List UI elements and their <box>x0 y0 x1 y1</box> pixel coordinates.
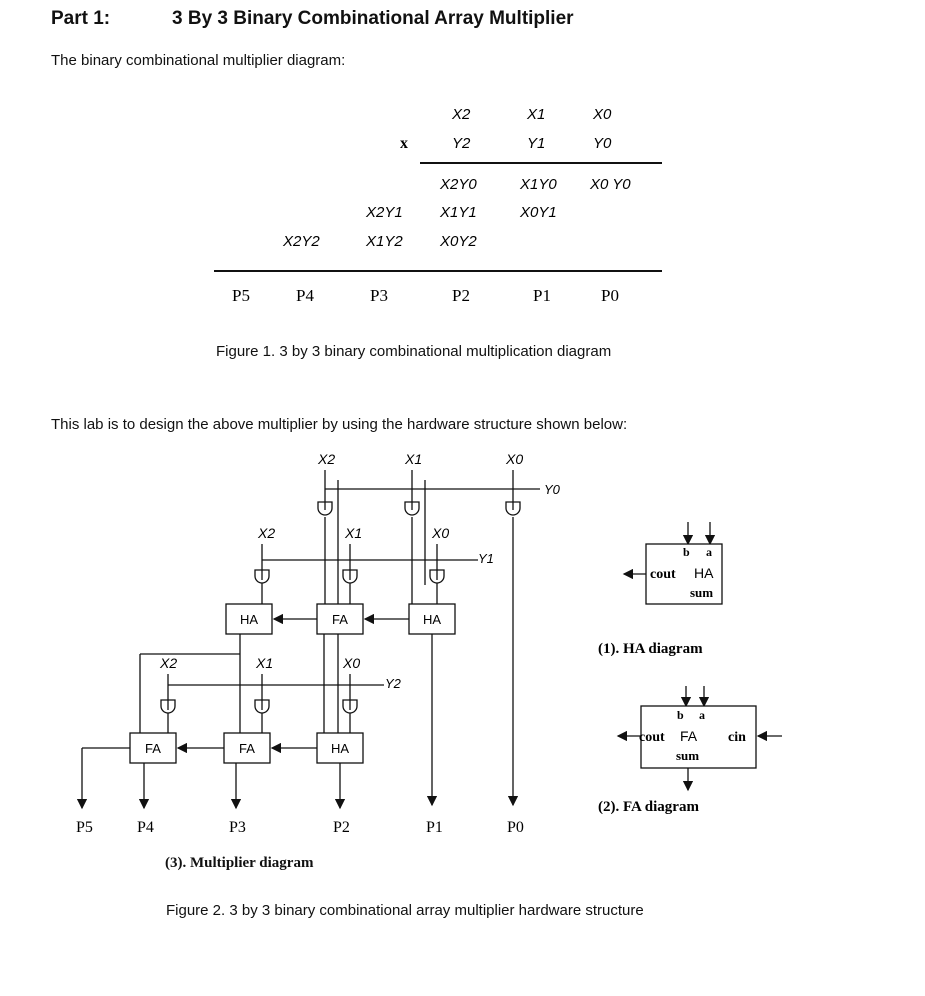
fa-sum-label: sum <box>676 748 699 763</box>
fig2-y2: Y2 <box>385 676 402 691</box>
fig1-product: P5 <box>232 286 250 305</box>
adder-label: FA <box>332 612 348 627</box>
adder-label: HA <box>331 741 349 756</box>
fig2-top-x1: X1 <box>404 451 422 467</box>
fig1-pp: X1Y0 <box>519 176 557 193</box>
fig2-output: P4 <box>137 819 154 836</box>
fa-name-label: FA <box>680 728 698 744</box>
fa-cout-label: cout <box>639 730 665 745</box>
fa-caption: (2). FA diagram <box>598 799 699 815</box>
adder-ha <box>316 732 364 764</box>
ha-sum-label: sum <box>690 585 713 600</box>
fig2-output: P0 <box>507 819 524 836</box>
adder-ha <box>408 603 456 635</box>
fa-a-label: a <box>699 708 705 722</box>
figure1-caption: Figure 1. 3 by 3 binary combinational mu… <box>216 343 612 360</box>
fig1-x0: X0 <box>592 106 612 123</box>
fig1-pp: X0 Y0 <box>589 176 631 193</box>
fig2-output: P2 <box>333 819 350 836</box>
fig2-r2-x1: X1 <box>255 655 273 671</box>
ha-b-label: b <box>683 545 690 559</box>
fig1-pp: X2Y1 <box>365 204 403 221</box>
fa-b-label: b <box>677 708 684 722</box>
figure2-caption: Figure 2. 3 by 3 binary combinational ar… <box>166 902 644 919</box>
adder-fa <box>129 732 177 764</box>
ha-name-label: HA <box>694 565 714 581</box>
fig1-product: P1 <box>533 286 551 305</box>
fig1-x2: X2 <box>451 106 471 123</box>
fig2-r2-x0: X0 <box>342 655 360 671</box>
adder-fa <box>316 603 364 635</box>
adder-ha <box>225 603 273 635</box>
adder-label: FA <box>145 741 161 756</box>
fig2-y0: Y0 <box>544 482 561 497</box>
fig2-output: P1 <box>426 819 443 836</box>
fig2-top-x2: X2 <box>317 451 335 467</box>
lab-text: This lab is to design the above multipli… <box>51 416 628 433</box>
part-label: Part 1: <box>51 8 111 29</box>
fig1-pp: X1Y2 <box>365 233 403 250</box>
fig2-r1-x1: X1 <box>344 525 362 541</box>
fig1-pp: X0Y2 <box>439 233 477 250</box>
ha-caption: (1). HA diagram <box>598 641 703 657</box>
fig1-y2: Y2 <box>452 135 471 152</box>
fig1-y1: Y1 <box>527 135 545 152</box>
adder-label: HA <box>423 612 441 627</box>
fig1-product: P4 <box>296 286 314 305</box>
fig2-output: P3 <box>229 819 246 836</box>
fig1-product: P0 <box>601 286 619 305</box>
fig1-pp: X1Y1 <box>439 204 477 221</box>
multiplier-caption: (3). Multiplier diagram <box>165 855 314 871</box>
fig1-product: P2 <box>452 286 470 305</box>
ha-cout-label: cout <box>650 567 676 582</box>
multiplier-hardware-diagram: X2 X1 X0 Y0 X2 X1 X0 Y1 <box>76 451 782 836</box>
fig2-top-x0: X0 <box>505 451 523 467</box>
fig2-r1-x2: X2 <box>257 525 275 541</box>
ha-a-label: a <box>706 545 712 559</box>
adder-label: HA <box>240 612 258 627</box>
fa-cin-label: cin <box>728 730 746 745</box>
fig2-y1: Y1 <box>478 551 494 566</box>
fig1-pp: X0Y1 <box>519 204 557 221</box>
fig1-pp: X2Y2 <box>282 233 320 250</box>
multiplication-diagram: X2 X1 X0 x Y2 Y1 Y0 X2Y0 X1Y0 X0 Y0 X2Y1… <box>214 106 662 305</box>
fig2-r2-x2: X2 <box>159 655 177 671</box>
fig1-pp: X2Y0 <box>439 176 477 193</box>
fig1-times-sign: x <box>400 135 408 152</box>
page-title: 3 By 3 Binary Combinational Array Multip… <box>172 8 574 29</box>
adder-label: FA <box>239 741 255 756</box>
fig2-r1-x0: X0 <box>431 525 449 541</box>
fig1-product: P3 <box>370 286 388 305</box>
fig1-x1: X1 <box>526 106 545 123</box>
fig1-y0: Y0 <box>593 135 612 152</box>
fig2-output: P5 <box>76 819 93 836</box>
intro-text: The binary combinational multiplier diag… <box>51 52 346 69</box>
